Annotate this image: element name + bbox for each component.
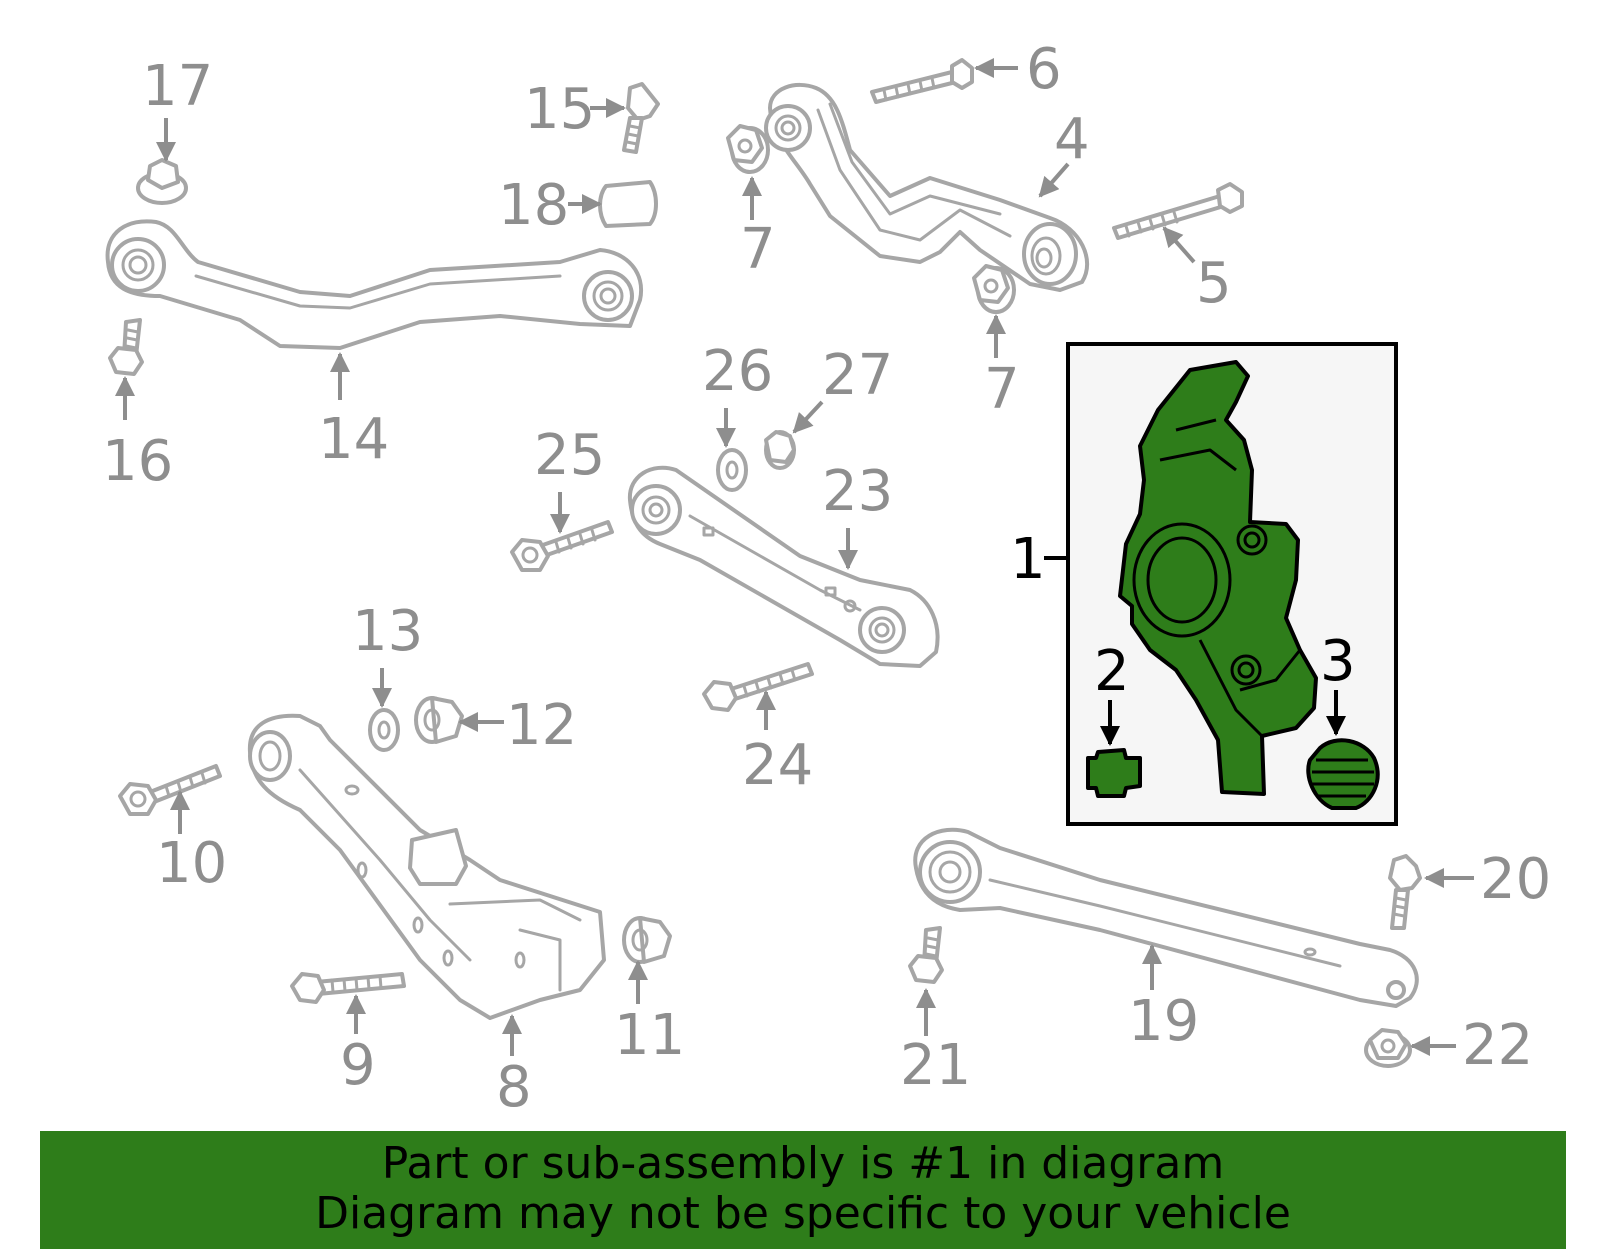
- callout-13: 13: [352, 599, 423, 664]
- callout-22: 22: [1462, 1013, 1533, 1078]
- part-4-upper-arm: [764, 82, 1089, 292]
- part-1-knuckle: [1118, 360, 1318, 796]
- callout-27: 27: [822, 343, 893, 408]
- callout-1: 1: [1010, 527, 1046, 592]
- callout-24: 24: [742, 733, 813, 798]
- part-24-bolt: [702, 662, 814, 712]
- part-7a-nut: [726, 124, 770, 174]
- part-17-nut: [136, 158, 188, 205]
- callout-11: 11: [614, 1003, 685, 1068]
- callout-5: 5: [1196, 251, 1232, 316]
- part-18-bushing: [598, 180, 658, 228]
- callout-labels: 17 16 14 15 18 7 6 4 5 7 26 27 25 23 24 …: [102, 37, 1551, 1120]
- part-25-bolt: [510, 520, 614, 572]
- callout-9: 9: [340, 1033, 376, 1098]
- part-11-nut: [622, 916, 672, 964]
- callout-16: 16: [102, 429, 173, 494]
- part-16-bolt: [108, 318, 144, 376]
- part-20-bolt: [1388, 854, 1422, 930]
- callout-26: 26: [702, 339, 773, 404]
- callout-4: 4: [1054, 107, 1090, 172]
- banner-line-1: Part or sub-assembly is #1 in diagram: [381, 1138, 1225, 1189]
- part-3-bushing: [1306, 738, 1380, 810]
- part-12-nut: [414, 696, 464, 744]
- leader-lines: [115, 58, 1474, 1056]
- part-10-bolt: [118, 764, 222, 816]
- callout-21: 21: [900, 1033, 971, 1098]
- callout-25: 25: [534, 423, 605, 488]
- part-5-bolt: [1112, 182, 1244, 240]
- part-21-bolt: [908, 926, 944, 984]
- part-26-washer: [716, 448, 748, 492]
- callout-20: 20: [1480, 847, 1551, 912]
- part-27-nut: [764, 430, 796, 470]
- part-2-bushing: [1086, 748, 1142, 798]
- callout-15: 15: [524, 77, 595, 142]
- callout-12: 12: [506, 693, 577, 758]
- callout-7a: 7: [740, 217, 776, 282]
- part-22-nut: [1364, 1028, 1412, 1068]
- callout-23: 23: [822, 459, 893, 524]
- part-9-bolt: [290, 972, 406, 1004]
- callout-14: 14: [318, 407, 389, 472]
- part-7b-nut: [972, 264, 1016, 314]
- part-15-bolt: [622, 82, 660, 154]
- info-banner: Part or sub-assembly is #1 in diagram Di…: [40, 1131, 1566, 1249]
- callout-19: 19: [1128, 989, 1199, 1054]
- callout-18: 18: [498, 173, 569, 238]
- part-14-control-arm: [105, 219, 644, 350]
- callout-3: 3: [1320, 629, 1356, 694]
- callout-17: 17: [142, 54, 213, 119]
- callout-2: 2: [1094, 639, 1130, 704]
- callout-7b: 7: [984, 357, 1020, 422]
- part-19-lower-arm: [913, 827, 1419, 1008]
- callout-6: 6: [1026, 37, 1062, 102]
- callout-8: 8: [496, 1055, 532, 1120]
- part-6-bolt: [870, 58, 974, 104]
- part-13-washer: [368, 708, 400, 752]
- callout-10: 10: [156, 831, 227, 896]
- part-23-link: [627, 465, 940, 668]
- part-8-trailing-arm: [247, 713, 606, 1020]
- highlight-inset: [1066, 342, 1398, 826]
- banner-line-2: Diagram may not be specific to your vehi…: [315, 1188, 1291, 1239]
